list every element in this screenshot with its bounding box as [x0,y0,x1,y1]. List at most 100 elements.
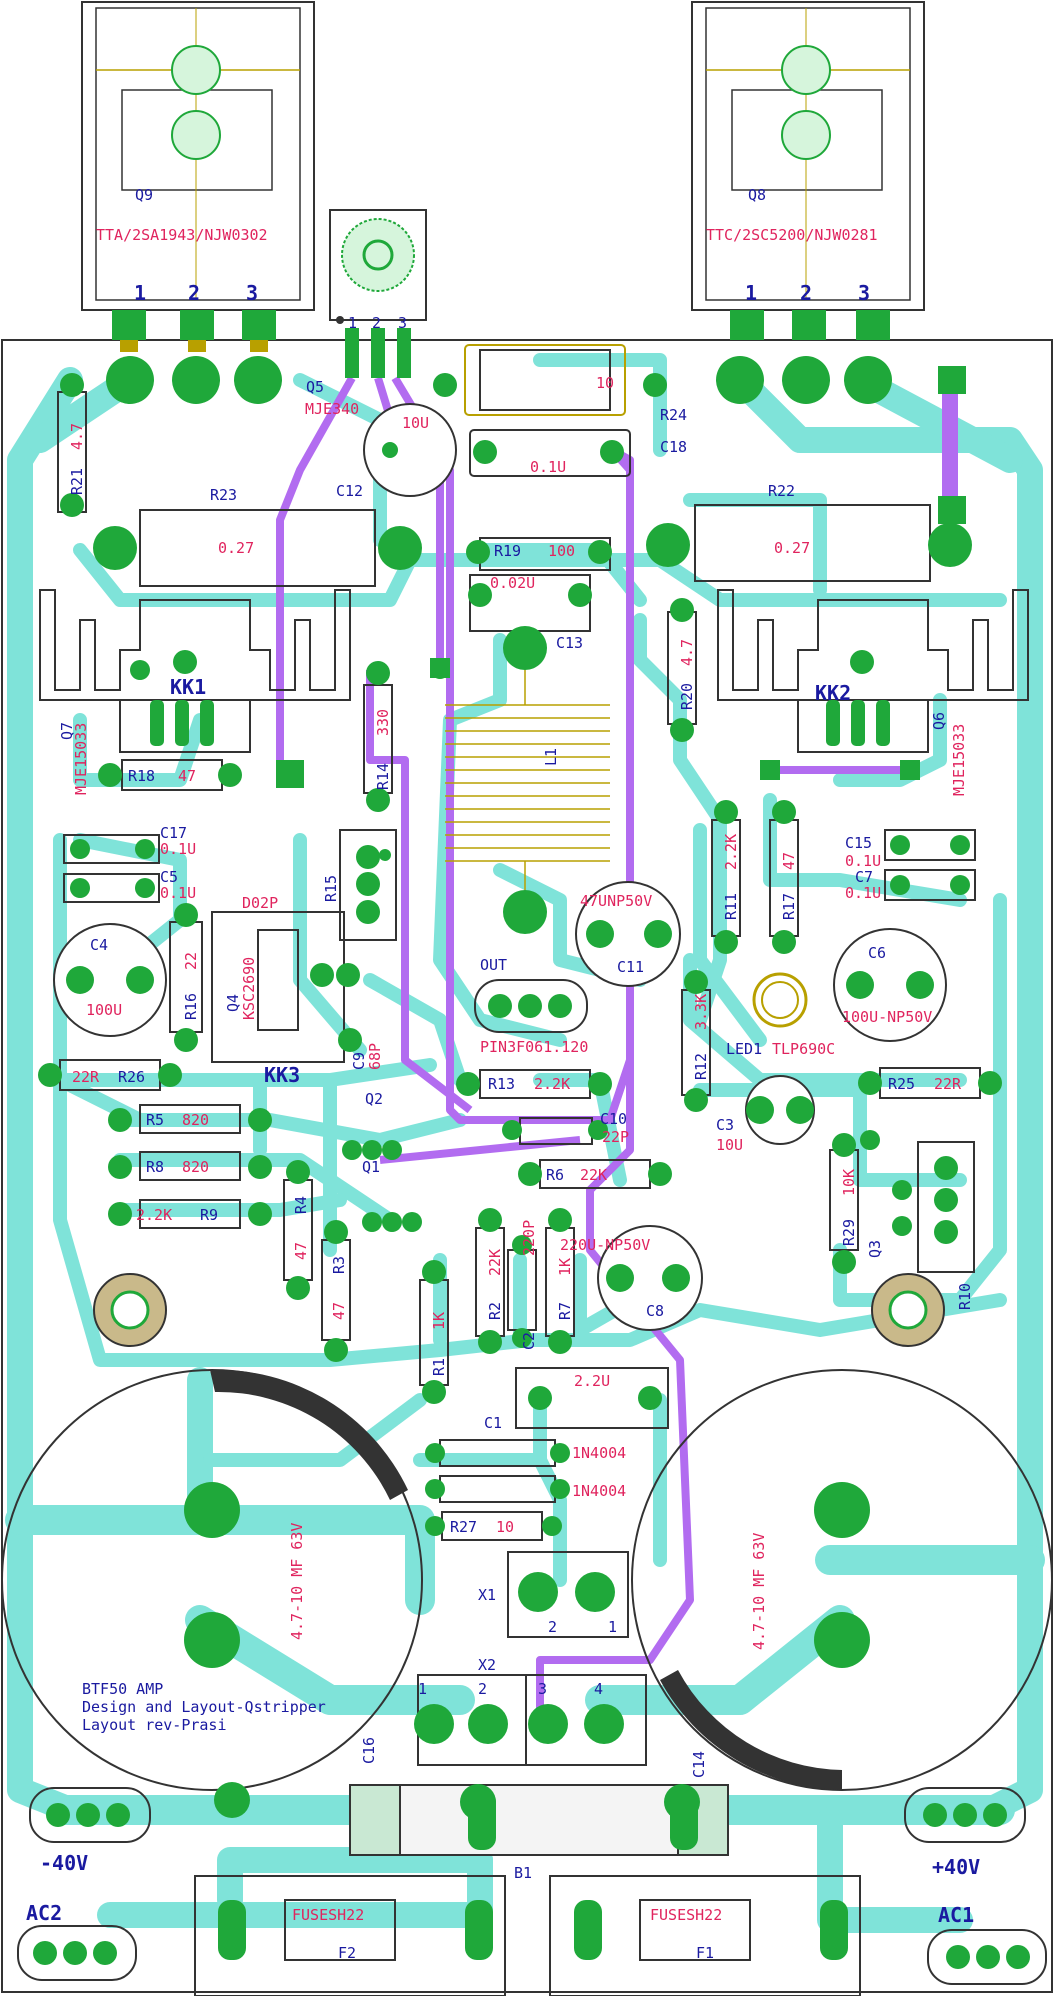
label-c8: C8 [646,1302,664,1320]
label-c12: C12 [336,482,363,500]
label-c13: C13 [556,634,583,652]
label-r29-value: 10K [840,1169,858,1196]
label-r18-value: 47 [178,767,196,785]
label-r1: R1 [430,1358,448,1376]
label-x1: X1 [478,1586,496,1604]
label-r11-value: 2.2K [722,834,740,870]
label-r24: R24 [660,406,687,424]
label-out-value: PIN3F061.120 [480,1038,588,1056]
label-c6: C6 [868,944,886,962]
label-q4-value: KSC2690 [240,957,258,1020]
label-q2: Q2 [365,1090,383,1108]
label-b1: B1 [514,1864,532,1882]
label-plus-40v: +40V [932,1855,980,1879]
label-ac1: AC1 [938,1903,974,1927]
label-q8-pin3: 3 [858,281,870,305]
label-r13: R13 [488,1075,515,1093]
label-r16-value: 22 [182,952,200,970]
label-r19: R19 [494,542,521,560]
label-r23-value: 0.27 [218,539,254,557]
label-x2: X2 [478,1656,496,1674]
label-r6: R6 [546,1166,564,1184]
label-r26: R26 [118,1068,145,1086]
label-r6-value: 22K [580,1166,607,1184]
note-title: BTF50 AMP [82,1680,163,1698]
label-r15: R15 [322,875,340,902]
label-r14-value: 330 [374,709,392,736]
label-kk3: KK3 [264,1063,300,1087]
label-led1: LED1 [726,1040,762,1058]
label-minus-40v: -40V [40,1851,88,1875]
label-x2-pin1: 1 [418,1680,427,1698]
label-ac2: AC2 [26,1901,62,1925]
label-r21: R21 [68,468,86,495]
label-r3-value: 47 [330,1302,348,1320]
label-c3: C3 [716,1116,734,1134]
label-f2: F2 [338,1944,356,1962]
label-x1-pin2: 2 [548,1618,557,1636]
label-c6-value: 100U-NP50V [842,1008,932,1026]
label-q6-value: MJE15033 [950,724,968,796]
label-r3: R3 [330,1256,348,1274]
label-c14: C14 [690,1751,708,1778]
label-c2: C2 [520,1332,538,1350]
label-q8-pin2: 2 [800,281,812,305]
label-q4: Q4 [224,994,242,1012]
label-c17: C17 [160,824,187,842]
label-q9-pin2: 2 [188,281,200,305]
label-q1: Q1 [362,1158,380,1176]
label-x2-pin4: 4 [594,1680,603,1698]
label-r29: R29 [840,1219,858,1246]
label-out: OUT [480,956,507,974]
label-r17: R17 [780,893,798,920]
label-led1-value: TLP690C [772,1040,835,1058]
label-c5-value: 0.1U [160,884,196,902]
label-c12-value: 10U [402,414,429,432]
label-f2-value: FUSESH22 [292,1906,364,1924]
label-kk2: KK2 [815,681,851,705]
label-c11-value: 47UNP50V [580,892,652,910]
label-r9: R9 [200,1206,218,1224]
capacitors [1,403,1053,1791]
label-c16-value: 4.7-10 MF 63V [288,1523,306,1640]
label-r22-value: 0.27 [774,539,810,557]
label-r17-value: 47 [780,852,798,870]
label-c16: C16 [360,1737,378,1764]
label-q9-value: TTA/2SA1943/NJW0302 [96,226,268,244]
label-r26-value: 22R [72,1068,100,1086]
label-r24-value: 10 [596,374,614,392]
label-q5: Q5 [306,378,324,396]
label-c9-value: 68P [366,1043,384,1070]
label-l1: L1 [542,748,560,766]
label-r4-value: 47 [292,1242,310,1260]
label-c11: C11 [617,958,644,976]
board-outline [1,339,1053,1993]
label-c7-value: 0.1U [845,884,881,902]
label-c4-value: 100U [86,1001,122,1019]
label-r8-value: 820 [182,1158,209,1176]
label-r19-value: 100 [548,542,575,560]
label-c10: C10 [600,1110,627,1128]
label-r20: R20 [678,683,696,710]
note-revision: Layout rev-Prasi [82,1716,227,1734]
label-c10-value: 22P [602,1128,629,1146]
label-r2-value: 22K [486,1249,504,1276]
label-r10: R10 [956,1283,974,1310]
label-c4: C4 [90,936,108,954]
label-r21-value: 4.7 [68,423,86,450]
label-trim-pin2: 2 [372,314,381,332]
label-c5: C5 [160,868,178,886]
label-c13-value: 0.02U [490,574,535,592]
label-r2: R2 [486,1302,504,1320]
label-c2-value: 220P [520,1220,538,1256]
label-q8-pin1: 1 [745,281,757,305]
label-r12-value: 3.3K [692,994,710,1030]
label-c17-value: 0.1U [160,840,196,858]
label-c15: C15 [845,834,872,852]
label-r12: R12 [692,1053,710,1080]
label-q3: Q3 [866,1240,884,1258]
label-r20-value: 4.7 [678,639,696,666]
label-q9-pin1: 1 [134,281,146,305]
label-r23: R23 [210,486,237,504]
label-r22: R22 [768,482,795,500]
